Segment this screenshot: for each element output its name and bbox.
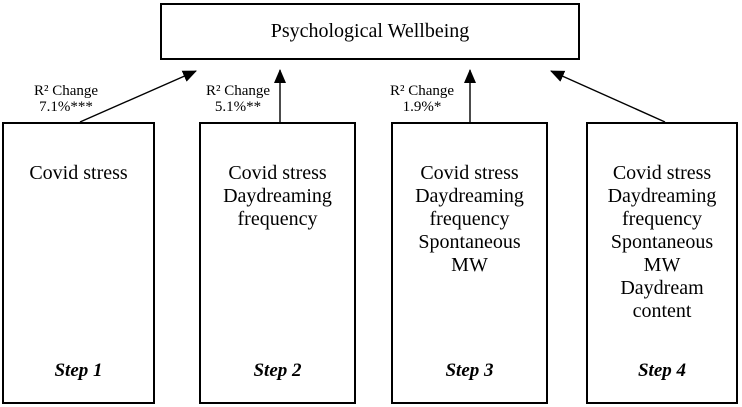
step4-predictors: Covid stress Daydreaming frequency Spont…	[607, 162, 717, 322]
step4-label: Step 4	[637, 360, 687, 381]
step2-label: Step 2	[253, 360, 302, 381]
step1-box: Covid stress Step 1	[2, 122, 155, 404]
arrow-step4-to-outcome	[550, 70, 666, 123]
outcome-box-label: Psychological Wellbeing	[270, 20, 470, 42]
outcome-box: Psychological Wellbeing	[160, 3, 580, 60]
step3-predictors: Covid stress Daydreaming frequency Spont…	[415, 162, 524, 276]
r2-change-label-step1: R² Change 7.1%***	[16, 83, 116, 115]
r2-change-title: R² Change	[33, 83, 99, 99]
step3-label: Step 3	[445, 360, 494, 381]
step4-box: Covid stress Daydreaming frequency Spont…	[586, 122, 738, 404]
step2-predictors: Covid stress Daydreaming frequency	[223, 162, 332, 230]
step1-label: Step 1	[54, 360, 103, 381]
step3-box: Covid stress Daydreaming frequency Spont…	[391, 122, 548, 404]
step1-predictors: Covid stress	[29, 162, 128, 184]
r2-change-value: 7.1%***	[39, 99, 93, 115]
r2-change-value: 5.1%**	[214, 99, 262, 115]
r2-change-label-step2: R² Change 5.1%**	[188, 83, 288, 115]
step2-box: Covid stress Daydreaming frequency Step …	[199, 122, 356, 404]
r2-change-title: R² Change	[205, 83, 271, 99]
r2-change-label-step3: R² Change 1.9%*	[372, 83, 472, 115]
r2-change-value: 1.9%*	[402, 99, 442, 115]
r2-change-title: R² Change	[389, 83, 455, 99]
